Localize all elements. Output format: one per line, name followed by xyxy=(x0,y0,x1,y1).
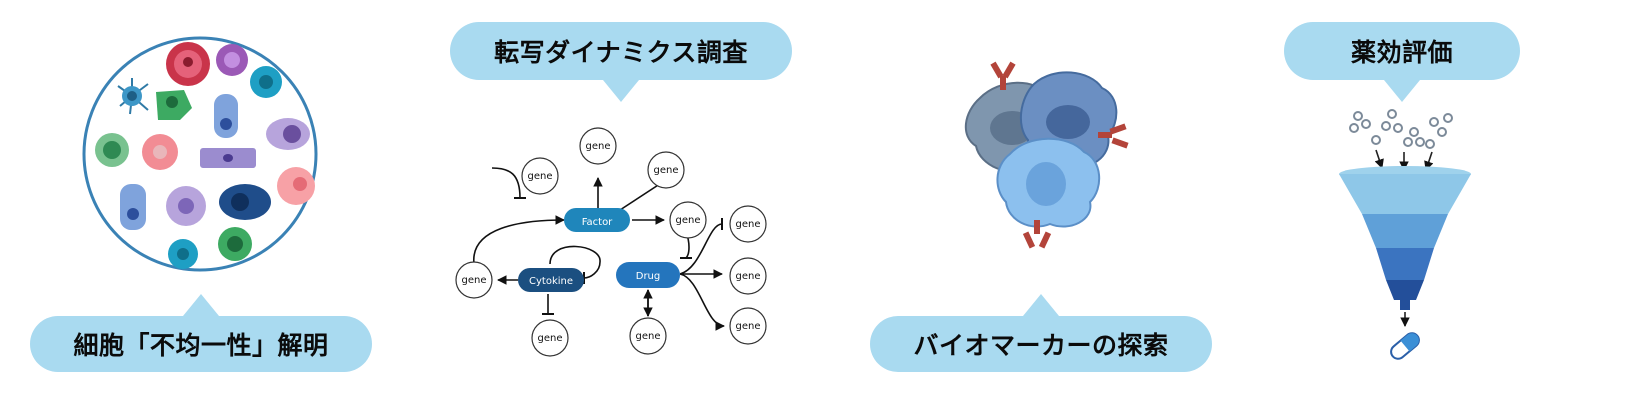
cytokine-node: Cytokine xyxy=(529,276,573,287)
label-drug-efficacy: 薬効評価 xyxy=(1284,22,1520,102)
label-transcription-dynamics-text: 転写ダイナミクス調査 xyxy=(494,38,748,67)
gene-node: gene xyxy=(538,333,563,344)
drug-funnel-icon xyxy=(1339,109,1471,360)
gene-node: gene xyxy=(462,275,487,286)
label-cell-heterogeneity-text: 細胞「不均一性」解明 xyxy=(73,331,329,360)
label-biomarker: バイオマーカーの探索 xyxy=(870,294,1212,372)
label-drug-efficacy-text: 薬効評価 xyxy=(1350,38,1453,67)
gene-node: gene xyxy=(586,141,611,152)
label-transcription-dynamics: 転写ダイナミクス調査 xyxy=(450,22,792,102)
drug-node: Drug xyxy=(636,271,661,282)
capsule-icon xyxy=(1390,332,1420,360)
gene-node: gene xyxy=(676,215,701,226)
gene-node: gene xyxy=(654,165,679,176)
immune-cell-cluster-icon xyxy=(964,61,1129,249)
label-biomarker-text: バイオマーカーの探索 xyxy=(913,331,1169,360)
gene-node: gene xyxy=(736,321,761,332)
label-cell-heterogeneity: 細胞「不均一性」解明 xyxy=(30,294,372,372)
gene-node: gene xyxy=(528,171,553,182)
gene-network-icon: Factor Cytokine Drug gene gene gene gene… xyxy=(455,127,767,357)
factor-node: Factor xyxy=(582,217,613,228)
gene-node: gene xyxy=(636,331,661,342)
cell-circle-icon xyxy=(82,36,318,272)
gene-node: gene xyxy=(736,271,761,282)
gene-node: gene xyxy=(736,219,761,230)
